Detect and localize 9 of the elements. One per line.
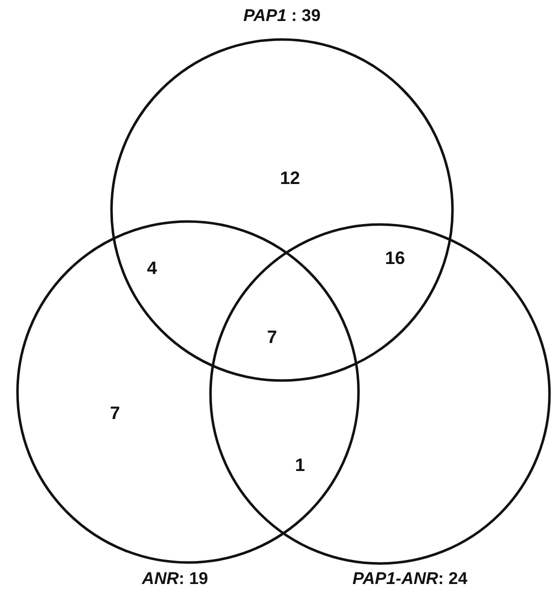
region-count: 16 xyxy=(384,248,406,268)
set-label: ANR: 19 xyxy=(142,569,208,589)
region-count: 7 xyxy=(110,403,120,423)
region-count: 12 xyxy=(280,168,300,188)
region-count: 4 xyxy=(147,258,157,278)
region-count: 1 xyxy=(295,455,305,475)
set-label: PAP1-ANR: 24 xyxy=(352,569,468,589)
region-count: 7 xyxy=(267,327,277,347)
set-label: PAP1 : 39 xyxy=(243,6,321,26)
